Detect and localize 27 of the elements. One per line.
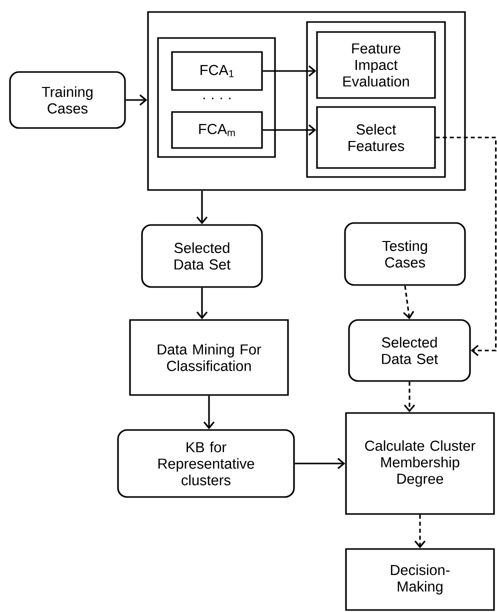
process-box: Decision-Making [345,548,495,611]
container-box [147,11,466,191]
arrow [294,458,346,470]
arrow [404,382,416,412]
container-box [157,37,276,158]
process-box: FCA$_{1}$ [171,51,263,91]
arrow [196,288,208,320]
rounded-box: Selected Data Set [141,224,263,288]
process-box: Feature Impact Evaluation [316,31,436,99]
arrow [414,514,426,548]
arrow [262,124,316,136]
arrow [126,94,148,106]
container-box [306,21,446,178]
ellipsis-dots: · · · · [204,98,230,100]
arrow [203,396,215,430]
process-box: Data Mining For Classification [129,319,289,396]
arrow [196,190,208,224]
process-box: Select Features [316,106,436,169]
process-box: Calculate Cluster Membership Degree [345,412,495,515]
rounded-box: KB for Representative clusters [117,429,295,498]
rounded-box: Testing Cases [344,222,466,286]
arrow [262,65,316,77]
process-box: FCA$_{m}$ [171,111,263,149]
arrow [436,136,497,356]
arrow [403,286,414,320]
rounded-box: Selected Data Set [348,319,471,382]
rounded-box: Training Cases [9,71,126,129]
